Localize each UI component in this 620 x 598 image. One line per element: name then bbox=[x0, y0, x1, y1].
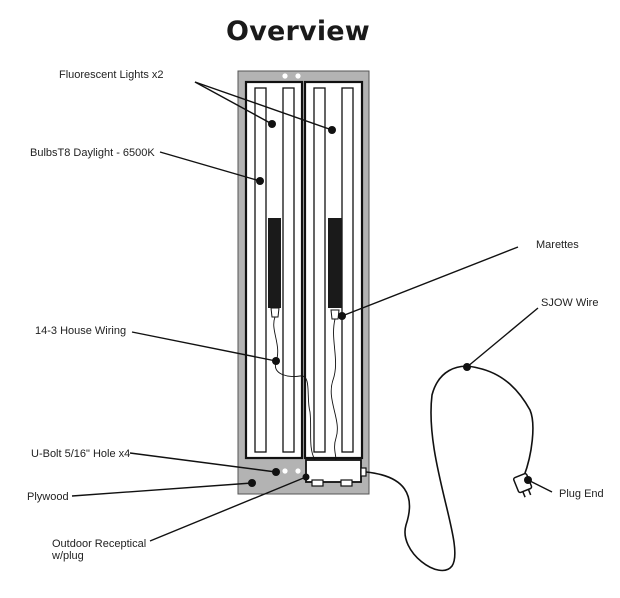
bulb-right-b bbox=[341, 87, 354, 453]
callout-plug-end bbox=[524, 476, 553, 493]
marette-right bbox=[330, 309, 340, 320]
label-plywood: Plywood bbox=[27, 491, 69, 503]
callout-receptical bbox=[149, 473, 310, 542]
label-u-bolt: U-Bolt 5/16" Hole x4 bbox=[31, 448, 130, 460]
callout-marettes bbox=[338, 246, 519, 320]
ballast-left bbox=[268, 218, 281, 308]
fluorescent-light-right bbox=[303, 80, 364, 460]
u-bolt-hole-right bbox=[295, 468, 301, 474]
label-bulbs: BulbsT8 Daylight - 6500K bbox=[30, 147, 155, 159]
marette-left bbox=[270, 307, 280, 318]
bulb-left-a bbox=[254, 87, 267, 453]
house-wiring-left bbox=[273, 316, 316, 461]
callout-bulbs bbox=[159, 151, 264, 185]
diagram-title: Overview bbox=[226, 16, 370, 47]
label-house-wiring: 14-3 House Wiring bbox=[35, 325, 126, 337]
bulb-right-a bbox=[313, 87, 326, 453]
label-receptical-plug: w/plug bbox=[51, 550, 84, 562]
plug-end bbox=[512, 472, 533, 498]
callout-house-wiring bbox=[131, 331, 280, 365]
ballast-right bbox=[328, 218, 342, 308]
label-plug-end: Plug End bbox=[559, 488, 604, 500]
label-sjow-wire: SJOW Wire bbox=[541, 297, 598, 309]
top-hole-left bbox=[282, 73, 288, 79]
label-outdoor-receptical: Outdoor Receptical bbox=[52, 538, 146, 550]
house-wiring-right bbox=[330, 318, 338, 463]
top-hole-right bbox=[295, 73, 301, 79]
bulb-left-b bbox=[282, 87, 295, 453]
label-fluorescent-lights: Fluorescent Lights x2 bbox=[59, 69, 164, 81]
fluorescent-light-left bbox=[244, 80, 304, 460]
sjow-wire bbox=[365, 365, 534, 572]
callout-u-bolt bbox=[129, 452, 280, 476]
outdoor-receptical bbox=[305, 459, 367, 487]
callout-fluorescent-lights bbox=[194, 81, 336, 134]
callout-plywood bbox=[71, 479, 256, 497]
u-bolt-hole-left bbox=[282, 468, 288, 474]
label-marettes: Marettes bbox=[536, 239, 579, 251]
callout-sjow-wire bbox=[463, 307, 539, 371]
